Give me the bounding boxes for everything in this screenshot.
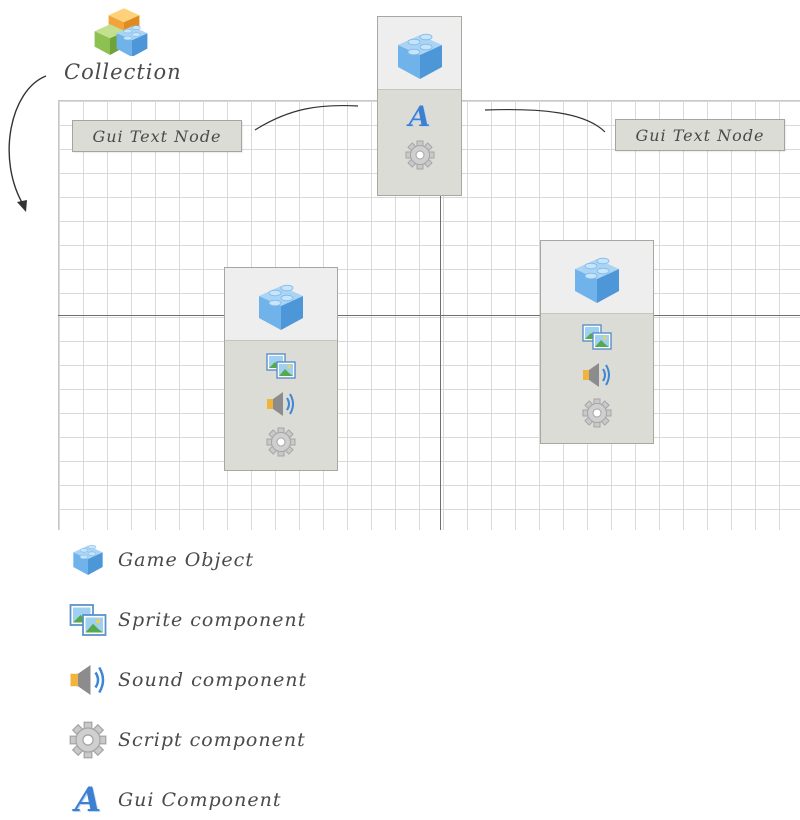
sprite-icon: [69, 604, 107, 636]
gui-icon: A: [408, 100, 431, 133]
legend-label: Sound component: [118, 669, 308, 691]
game-object-card-left[interactable]: [224, 267, 338, 471]
script-icon: [69, 721, 107, 759]
game-object-icon: [258, 284, 304, 331]
legend-label: Script component: [118, 729, 306, 751]
sound-icon: [266, 391, 294, 417]
game-object-icon: [73, 544, 103, 576]
legend-item-script: Script component: [66, 720, 306, 760]
sprite-icon: [266, 353, 296, 379]
sprite-icon: [582, 324, 612, 350]
legend-label: Sprite component: [118, 609, 307, 631]
sound-icon: [69, 663, 105, 697]
game-object-card-top[interactable]: A: [377, 16, 462, 196]
script-icon: [266, 427, 296, 457]
legend-label: Gui Component: [118, 789, 282, 811]
collection-icon: [94, 8, 148, 56]
script-icon: [582, 398, 612, 428]
game-object-icon: [574, 257, 620, 304]
legend-item-sprite: Sprite component: [66, 600, 306, 640]
legend-label: Game Object: [118, 549, 254, 571]
legend-item-gui: A Gui Component: [66, 780, 281, 820]
game-object-card-right[interactable]: [540, 240, 654, 444]
game-object-icon: [397, 33, 442, 80]
gui-text-node-label-right: Gui Text Node: [615, 119, 785, 151]
legend-item-game-object: Game Object: [66, 540, 254, 580]
script-icon: [405, 140, 434, 170]
collection-title: Collection: [64, 60, 182, 84]
legend-item-sound: Sound component: [66, 660, 307, 700]
gui-icon: A: [74, 780, 102, 820]
sound-icon: [582, 362, 610, 388]
collection-arrow: [8, 75, 47, 212]
gui-text-node-label-left: Gui Text Node: [72, 120, 242, 152]
horizontal-axis: [58, 315, 800, 316]
